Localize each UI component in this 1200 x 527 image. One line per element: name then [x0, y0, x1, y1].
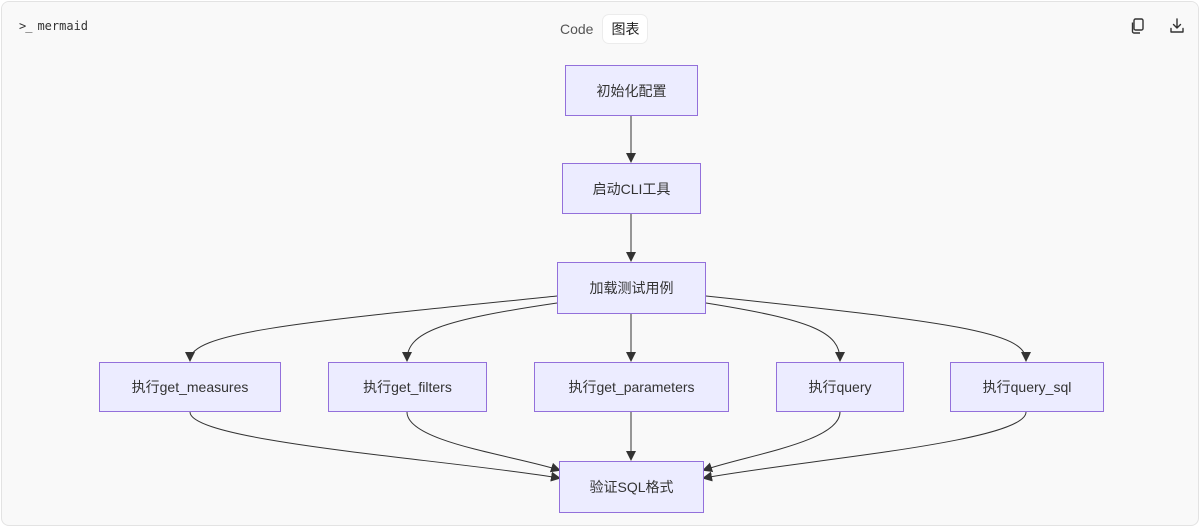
language-name: mermaid [37, 19, 89, 33]
tab-diagram[interactable]: 图表 [603, 15, 648, 43]
edge-filters-verify [406, 411, 561, 473]
node-query[interactable]: 执行query [776, 362, 904, 412]
edge-load-measures [185, 295, 558, 362]
node-verify[interactable]: 验证SQL格式 [559, 461, 704, 513]
node-query-sql[interactable]: 执行query_sql [950, 362, 1104, 412]
edge-measures-verify [189, 411, 561, 482]
node-cli[interactable]: 启动CLI工具 [562, 163, 701, 214]
copy-icon[interactable] [1128, 16, 1148, 36]
node-filters[interactable]: 执行get_filters [328, 362, 487, 412]
language-label: >_ mermaid [19, 19, 88, 33]
node-measures[interactable]: 执行get_measures [99, 362, 281, 412]
diagram-canvas: 初始化配置 启动CLI工具 加载测试用例 执行get_measures 执行ge… [2, 50, 1198, 525]
terminal-icon: >_ [19, 19, 32, 33]
edge-load-query [705, 302, 845, 362]
download-icon[interactable] [1167, 16, 1187, 36]
flowchart-edges [185, 116, 1031, 482]
node-parameters[interactable]: 执行get_parameters [534, 362, 729, 412]
node-load[interactable]: 加载测试用例 [557, 262, 706, 314]
edge-query-sql-verify [702, 411, 1027, 482]
tab-code[interactable]: Code [560, 21, 594, 37]
code-block-toolbar: >_ mermaid Code 图表 [2, 2, 1198, 50]
edge-load-filters [402, 302, 558, 362]
view-tabs: Code 图表 [552, 15, 648, 43]
edge-query-verify [702, 411, 841, 473]
edge-load-query-sql [705, 295, 1031, 362]
node-init[interactable]: 初始化配置 [565, 65, 698, 116]
